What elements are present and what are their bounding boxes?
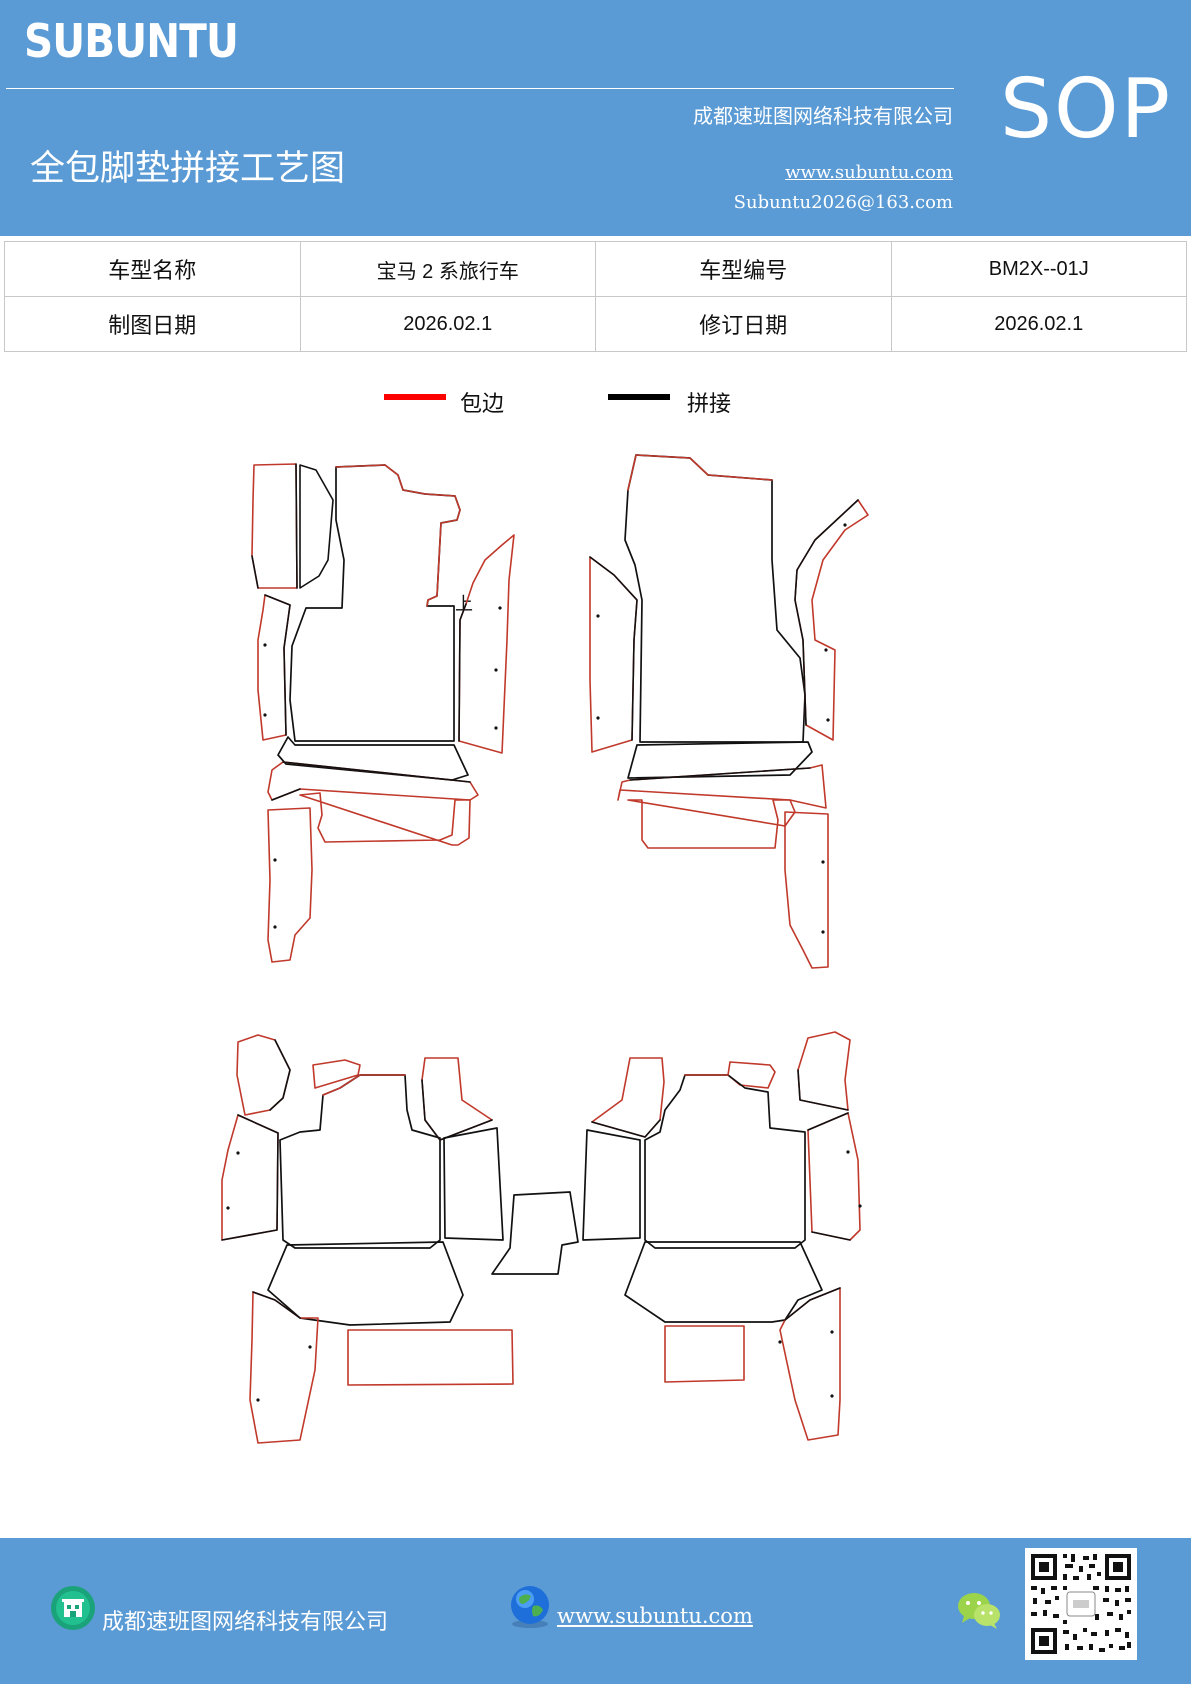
piece-rear-side-right xyxy=(807,1112,861,1241)
piece-side-strip-1 xyxy=(458,534,515,754)
piece-rear-corner-right xyxy=(797,1031,851,1111)
piece-side-strip-1-seam xyxy=(458,603,467,742)
legend-edge-swatch xyxy=(384,394,446,400)
pattern-front-left: 上 xyxy=(251,463,515,963)
piece-rear-side-right-seam xyxy=(807,1112,851,1241)
brand-logo: SUBUNTU xyxy=(24,14,239,68)
piece-heel-right-2-seam xyxy=(629,767,811,781)
piece-rear-pillar-right-1-seam xyxy=(591,1119,661,1138)
piece-long-strip-left xyxy=(267,807,313,963)
piece-rear-main-right xyxy=(644,1074,806,1249)
pattern-rear-right xyxy=(582,1031,862,1441)
piece-main-front-right xyxy=(624,454,806,743)
piece-rear-pillar-left-2-seam xyxy=(421,1079,493,1141)
piece-rear-main-left-edge xyxy=(322,1074,406,1096)
legend-edge-label: 包边 xyxy=(460,392,505,417)
piece-rear-tab-small-right xyxy=(727,1061,776,1089)
piece-left-strip-seam xyxy=(264,594,291,736)
piece-rear-strip-right-seam xyxy=(784,1287,841,1321)
piece-rear-main-left xyxy=(279,1074,441,1249)
piece-heel-2 xyxy=(267,761,479,801)
piece-rear-corner-left xyxy=(236,1034,291,1116)
piece-pillar-2 xyxy=(299,464,334,589)
legend-seam-swatch xyxy=(608,394,670,400)
piece-rear-tab-small xyxy=(312,1059,361,1089)
legend: 包边 拼接 xyxy=(384,386,744,420)
header-banner: SUBUNTU 成都速班图网络科技有限公司 全包脚垫拼接工艺图 www.subu… xyxy=(0,0,1191,236)
value-model-code: BM2X--01J xyxy=(890,241,1187,297)
label-model-code: 车型编号 xyxy=(595,241,892,297)
building-icon xyxy=(51,1586,95,1630)
piece-rear-bar-right xyxy=(664,1325,745,1383)
orientation-marker: 上 xyxy=(455,594,473,615)
piece-pillar-1 xyxy=(251,463,298,589)
qr-code xyxy=(1025,1548,1137,1660)
label-revision-date: 修订日期 xyxy=(595,296,892,352)
piece-pillar-right-seam xyxy=(794,499,859,726)
piece-pillar-1-seam xyxy=(251,463,298,589)
value-draw-date: 2026.02.1 xyxy=(299,296,596,352)
piece-side-strip-right-seam xyxy=(589,556,638,741)
piece-heel-right-1 xyxy=(627,741,813,779)
header-company: 成都速班图网络科技有限公司 xyxy=(693,104,953,128)
piece-main-front-left xyxy=(289,464,461,742)
piece-bottom-tab-right xyxy=(627,799,796,849)
piece-rear-strip-left xyxy=(249,1291,319,1444)
piece-rear-pillar-left-2 xyxy=(421,1057,493,1141)
footer-company: 成都速班图网络科技有限公司 xyxy=(102,1610,389,1635)
piece-bottom-tab xyxy=(299,792,471,846)
piece-center-tunnel xyxy=(491,1191,579,1275)
piece-rear-side-right-2 xyxy=(582,1129,641,1241)
piece-heel-2-seam xyxy=(271,761,471,801)
pattern-front-right xyxy=(589,454,869,969)
table-row: 车型名称 宝马 2 系旅行车 车型编号 BM2X--01J xyxy=(4,241,1187,297)
value-revision-date: 2026.02.1 xyxy=(890,296,1187,352)
piece-rear-heel-right xyxy=(624,1241,823,1323)
piece-side-strip-right xyxy=(589,556,638,753)
header-website-link[interactable]: www.subuntu.com xyxy=(785,162,953,183)
wechat-icon[interactable] xyxy=(956,1590,1002,1630)
piece-main-front-left-edge xyxy=(335,464,461,607)
piece-rear-side-left xyxy=(221,1114,279,1241)
legend-seam-label: 拼接 xyxy=(687,392,732,417)
piece-rear-corner-right-seam xyxy=(797,1069,849,1111)
value-model-name: 宝马 2 系旅行车 xyxy=(299,241,596,297)
footer-banner: 成都速班图网络科技有限公司 www.subuntu.com xyxy=(0,1538,1191,1684)
piece-rear-heel-left xyxy=(267,1241,464,1326)
header-email[interactable]: Subuntu2026@163.com xyxy=(733,192,953,213)
piece-rear-strip-left-seam xyxy=(252,1291,301,1319)
sop-badge: SOP xyxy=(1000,62,1173,157)
piece-rear-bar-left xyxy=(347,1329,514,1386)
piece-heel-right-2 xyxy=(617,764,827,809)
footer-website-link[interactable]: www.subuntu.com xyxy=(557,1604,753,1628)
label-model-name: 车型名称 xyxy=(4,241,301,297)
header-divider xyxy=(6,88,954,89)
piece-rear-corner-left-seam xyxy=(269,1039,291,1111)
piece-rear-side-left-seam xyxy=(221,1114,279,1241)
piece-main-front-right-edge xyxy=(627,454,773,491)
pattern-rear-left xyxy=(221,1034,579,1444)
globe-icon xyxy=(511,1586,549,1628)
piece-rear-side-left-2 xyxy=(443,1127,504,1241)
piece-rear-strip-right xyxy=(779,1287,841,1441)
page-title: 全包脚垫拼接工艺图 xyxy=(30,149,346,189)
piece-long-strip-right xyxy=(784,811,829,969)
label-draw-date: 制图日期 xyxy=(4,296,301,352)
piece-heel-1 xyxy=(277,736,469,781)
table-row: 制图日期 2026.02.1 修订日期 2026.02.1 xyxy=(4,296,1187,352)
vehicle-info-table: 车型名称 宝马 2 系旅行车 车型编号 BM2X--01J 制图日期 2026.… xyxy=(4,241,1187,352)
